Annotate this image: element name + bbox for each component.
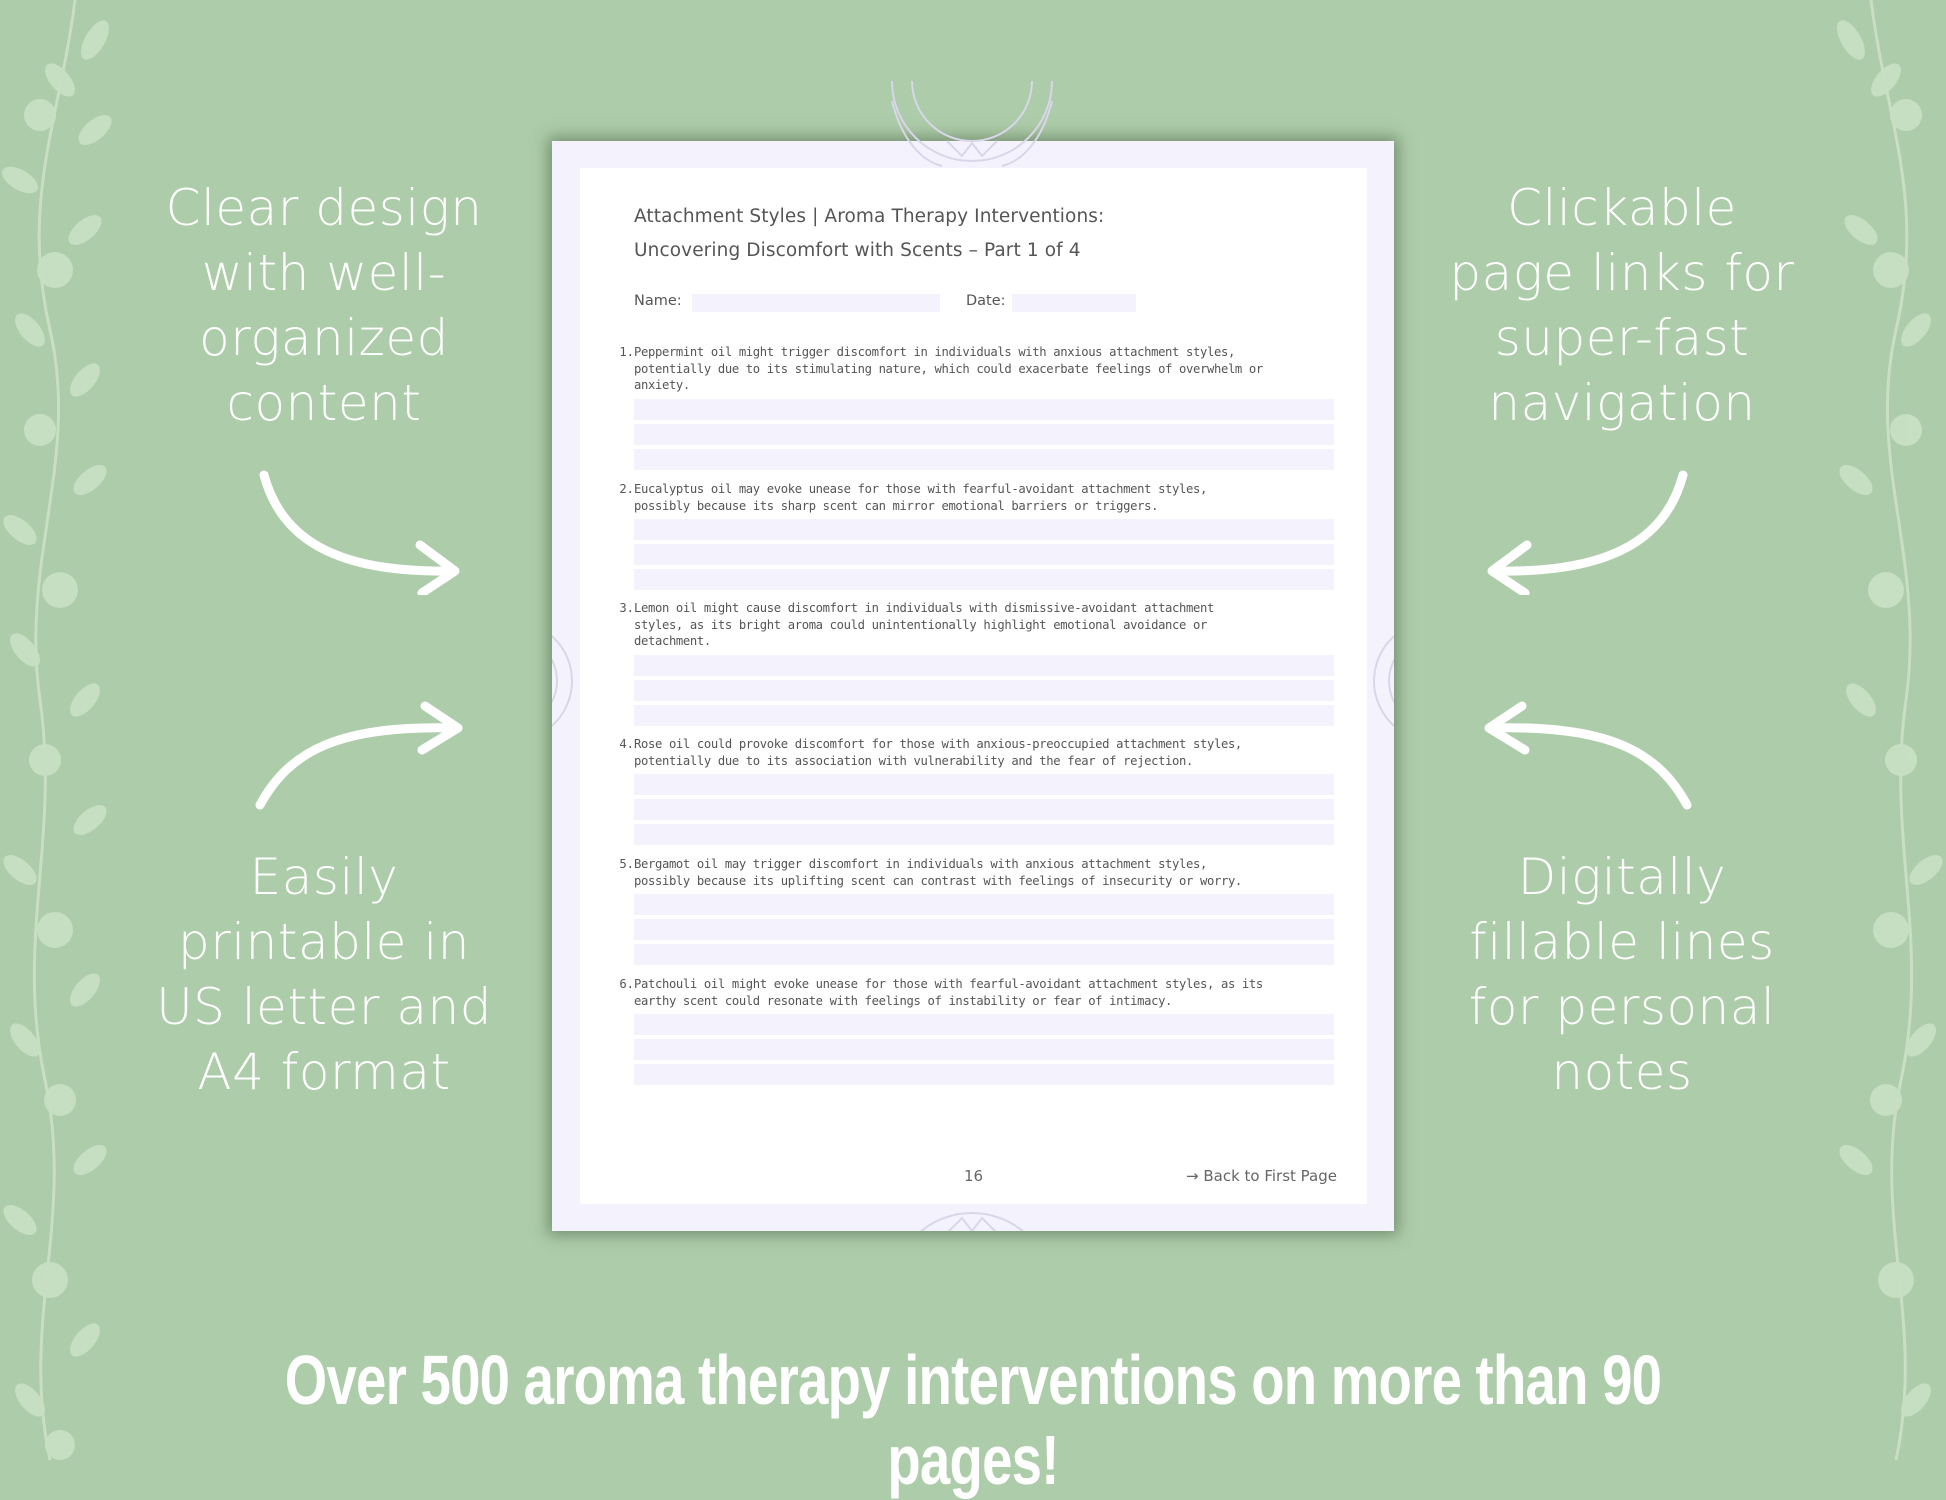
fillable-line[interactable]	[634, 919, 1334, 940]
item-number: 6.	[619, 977, 634, 991]
document-subtitle: Uncovering Discomfort with Scents – Part…	[634, 240, 1081, 261]
item-number: 5.	[619, 857, 634, 871]
fillable-line[interactable]	[634, 544, 1334, 565]
name-label: Name:	[634, 293, 682, 309]
feature-line: US letter and	[156, 978, 492, 1036]
feature-clear-design: Clear design with well- organized conten…	[124, 176, 524, 436]
feature-line: Digitally	[1517, 848, 1727, 906]
feature-line: with well-	[201, 244, 447, 302]
feature-line: fillable lines	[1469, 913, 1775, 971]
list-item: 4. Rose oil could provoke discomfort for…	[614, 736, 1334, 849]
page-number: 16	[963, 1167, 984, 1185]
date-label: Date:	[966, 293, 1006, 309]
feature-fillable-lines: Digitally fillable lines for personal no…	[1422, 845, 1822, 1105]
date-field[interactable]	[1012, 294, 1136, 312]
item-text: Peppermint oil might trigger discomfort …	[634, 345, 1263, 392]
feature-line: page links for	[1449, 244, 1795, 302]
fillable-line[interactable]	[634, 569, 1334, 590]
fillable-line[interactable]	[634, 1014, 1334, 1035]
feature-line: super-fast	[1494, 309, 1750, 367]
mandala-watermark-icon	[1373, 634, 1394, 728]
document-page: Attachment Styles | Aroma Therapy Interv…	[552, 81, 1394, 1231]
fillable-lines	[634, 519, 1334, 590]
item-number: 1.	[619, 345, 634, 359]
document-title: Attachment Styles | Aroma Therapy Interv…	[634, 206, 1105, 227]
list-item: 5. Bergamot oil may trigger discomfort i…	[614, 856, 1334, 969]
list-item: 1. Peppermint oil might trigger discomfo…	[614, 344, 1334, 474]
item-text: Eucalyptus oil may evoke unease for thos…	[634, 482, 1207, 513]
feature-line: for personal	[1468, 978, 1776, 1036]
item-text: Bergamot oil may trigger discomfort in i…	[634, 857, 1242, 888]
fillable-line[interactable]	[634, 654, 1334, 676]
floral-vine-right-icon	[1837, 0, 1943, 1460]
promo-banner: Over 500 aroma therapy interventions on …	[284, 1341, 1662, 1499]
feature-clickable-links: Clickable page links for super-fast navi…	[1422, 176, 1822, 436]
feature-line: content	[226, 374, 422, 432]
feature-line: navigation	[1488, 374, 1756, 432]
feature-line: A4 format	[197, 1043, 451, 1101]
item-text: Rose oil could provoke discomfort for th…	[634, 737, 1242, 768]
document-content: Attachment Styles | Aroma Therapy Interv…	[580, 168, 1367, 1204]
fillable-line[interactable]	[634, 679, 1334, 701]
curved-arrow-down-right-icon	[259, 470, 460, 595]
fillable-line[interactable]	[634, 824, 1334, 845]
fillable-lines	[634, 894, 1334, 965]
list-item: 3. Lemon oil might cause discomfort in i…	[614, 600, 1334, 730]
feature-line: organized	[199, 309, 449, 367]
item-text: Patchouli oil might evoke unease for tho…	[634, 977, 1263, 1008]
feature-line: Easily	[249, 848, 399, 906]
mandala-watermark-icon	[552, 634, 573, 728]
fillable-line[interactable]	[634, 448, 1334, 470]
feature-line: printable in	[178, 913, 470, 971]
feature-printable: Easily printable in US letter and A4 for…	[124, 845, 524, 1105]
item-number: 3.	[619, 601, 634, 615]
floral-vine-left-icon	[1, 0, 112, 1460]
fillable-line[interactable]	[634, 799, 1334, 820]
item-number: 4.	[619, 737, 634, 751]
fillable-lines	[634, 774, 1334, 845]
fillable-lines	[634, 654, 1334, 726]
fillable-line[interactable]	[634, 894, 1334, 915]
item-number: 2.	[619, 482, 634, 496]
list-item: 2. Eucalyptus oil may evoke unease for t…	[614, 481, 1334, 594]
back-to-first-page-link[interactable]: → Back to First Page	[1186, 1167, 1337, 1185]
feature-line: Clear design	[165, 179, 483, 237]
list-item: 6. Patchouli oil might evoke unease for …	[614, 976, 1334, 1089]
fillable-line[interactable]	[634, 398, 1334, 420]
fillable-lines	[634, 398, 1334, 470]
item-text: Lemon oil might cause discomfort in indi…	[634, 601, 1214, 648]
mandala-watermark-icon	[919, 1212, 1025, 1231]
fillable-line[interactable]	[634, 704, 1334, 726]
curved-arrow-up-left-icon	[1484, 701, 1692, 810]
fillable-line[interactable]	[634, 519, 1334, 540]
feature-line: Clickable	[1507, 179, 1737, 237]
mandala-watermark-icon	[891, 81, 1053, 167]
fillable-line[interactable]	[634, 774, 1334, 795]
fillable-line[interactable]	[634, 1039, 1334, 1060]
fillable-line[interactable]	[634, 944, 1334, 965]
fillable-lines	[634, 1014, 1334, 1085]
name-field[interactable]	[692, 294, 940, 312]
curved-arrow-down-left-icon	[1487, 470, 1688, 595]
feature-line: notes	[1551, 1043, 1693, 1101]
curved-arrow-up-right-icon	[255, 701, 463, 810]
fillable-line[interactable]	[634, 1064, 1334, 1085]
fillable-line[interactable]	[634, 423, 1334, 445]
